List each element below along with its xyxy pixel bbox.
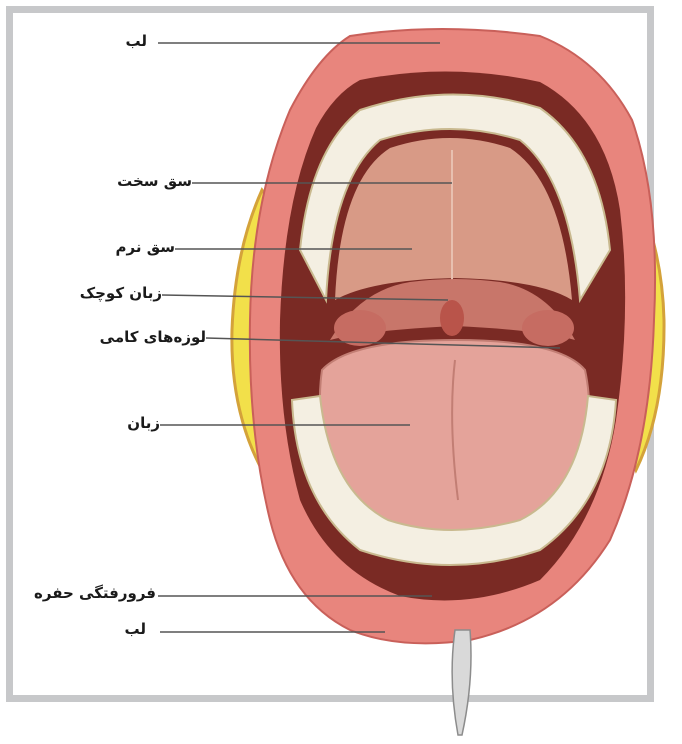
label-tongue: زبان bbox=[127, 414, 160, 432]
label-lip-top: لب bbox=[125, 32, 147, 50]
frenulum-tube bbox=[452, 630, 471, 735]
label-fossa-depression: فرورفتگی حفره bbox=[34, 584, 156, 602]
label-hard-palate: سق سخت bbox=[117, 172, 192, 190]
label-soft-palate: سق نرم bbox=[116, 238, 175, 256]
left-tonsil bbox=[334, 310, 386, 346]
uvula-shape bbox=[440, 300, 464, 336]
right-tonsil bbox=[522, 310, 574, 346]
label-lip-bottom: لب bbox=[124, 620, 146, 638]
label-palatine-tonsils: لوزه‌های کامی bbox=[100, 328, 206, 346]
label-uvula: زبان کوچک bbox=[80, 284, 162, 302]
